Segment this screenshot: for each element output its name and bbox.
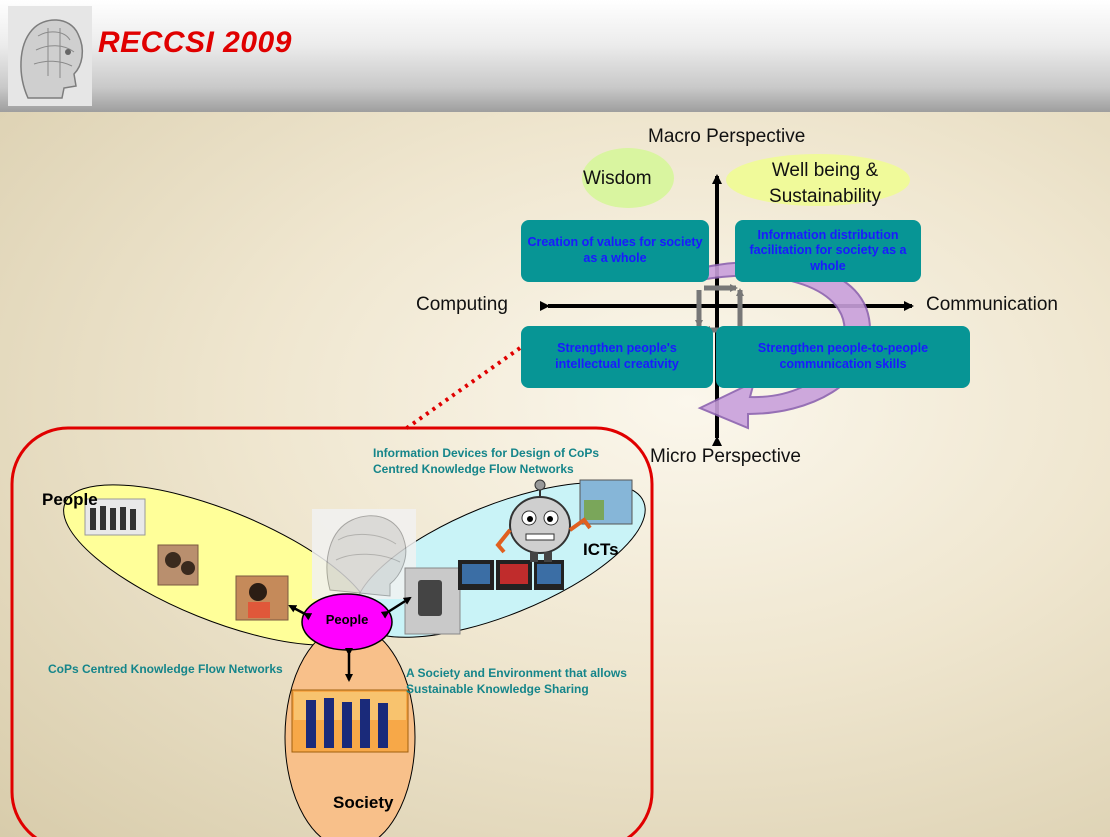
society-region-label: Society bbox=[333, 793, 394, 812]
people-photos bbox=[84, 498, 289, 621]
wellbeing-bubble bbox=[726, 154, 910, 206]
icts-photos bbox=[404, 479, 633, 635]
page-title: RECCSI 2009 bbox=[98, 26, 292, 59]
society-env-text: A Society and Environment that allows Su… bbox=[406, 666, 627, 696]
quadrant-top-right: Information distribution facilitation fo… bbox=[735, 220, 921, 282]
center-node-label: People bbox=[325, 612, 369, 627]
lower-frame bbox=[10, 426, 654, 837]
axis-label-micro: Micro Perspective bbox=[650, 446, 801, 467]
connector-dotted bbox=[402, 346, 522, 432]
head-logo-icon bbox=[8, 6, 92, 106]
brain-image bbox=[312, 509, 416, 599]
quadrant-top-left: Creation of values for society as a whol… bbox=[521, 220, 709, 282]
central-exchange-arrows bbox=[695, 284, 744, 334]
axis-label-communication: Communication bbox=[926, 294, 1058, 315]
icts-region-label: ICTs bbox=[583, 540, 619, 559]
robot-icon bbox=[495, 479, 592, 562]
arrow-to-icts bbox=[380, 596, 412, 619]
header-bar: RECCSI 2009 bbox=[0, 0, 1110, 112]
arrow-to-people bbox=[288, 604, 313, 621]
devices-text: Information Devices for Design of CoPs C… bbox=[373, 446, 600, 476]
wisdom-bubble bbox=[582, 148, 674, 208]
quadrant-bottom-right: Strengthen people-to-people communicatio… bbox=[716, 326, 970, 388]
quadrant-bottom-left: Strengthen people's intellectual creativ… bbox=[521, 326, 713, 388]
people-region-label: People bbox=[42, 490, 98, 509]
society-photo bbox=[291, 689, 409, 753]
cops-text: CoPs Centred Knowledge Flow Networks bbox=[48, 662, 283, 676]
axis-label-computing: Computing bbox=[416, 294, 508, 315]
wisdom-label: Wisdom bbox=[583, 168, 652, 189]
axis-label-macro: Macro Perspective bbox=[648, 126, 806, 147]
wellbeing-label: Well being & Sustainability bbox=[769, 160, 881, 207]
